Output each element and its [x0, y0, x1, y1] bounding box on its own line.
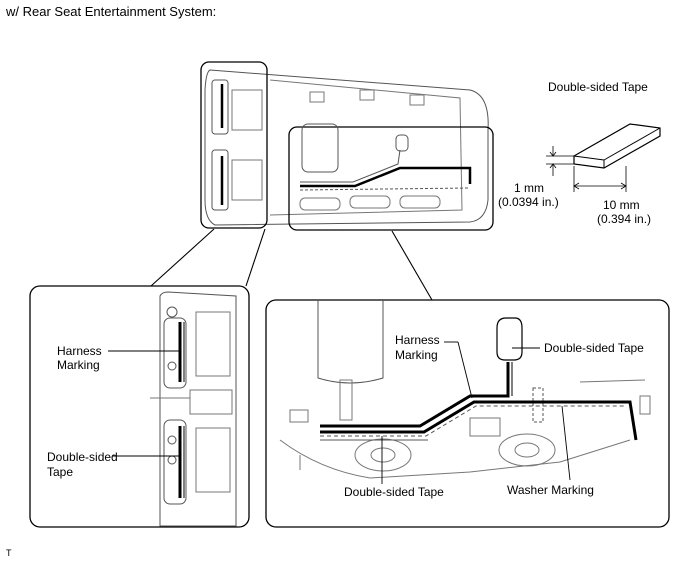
tape-thickness-mm: 1 mm — [514, 181, 544, 195]
tape-detail-title: Double-sided Tape — [548, 80, 648, 94]
roof-overview — [204, 69, 489, 226]
right-callout — [265, 299, 670, 528]
left-harness-marking-label-1: Harness — [57, 344, 102, 358]
left-harness-marking-label-2: Marking — [57, 358, 100, 372]
left-tape-label-1: Double-sided — [47, 450, 118, 464]
tape-width-mm: 10 mm — [603, 198, 640, 212]
right-tape-top-label: Double-sided Tape — [544, 341, 644, 355]
washer-marking-label: Washer Marking — [507, 483, 594, 497]
right-harness-marking-label-1: Harness — [395, 333, 440, 347]
tape-width-in: (0.394 in.) — [597, 212, 652, 226]
page-heading: w/ Rear Seat Entertainment System: — [6, 4, 217, 19]
illustration-code: T — [6, 548, 12, 558]
right-harness-marking-label-2: Marking — [395, 348, 438, 362]
tape-thickness-in: (0.0394 in.) — [498, 195, 559, 209]
left-tape-label-2: Tape — [47, 465, 74, 479]
left-callout — [29, 285, 250, 528]
right-tape-bottom-label: Double-sided Tape — [344, 485, 444, 499]
tape-detail-drawing — [546, 123, 661, 192]
